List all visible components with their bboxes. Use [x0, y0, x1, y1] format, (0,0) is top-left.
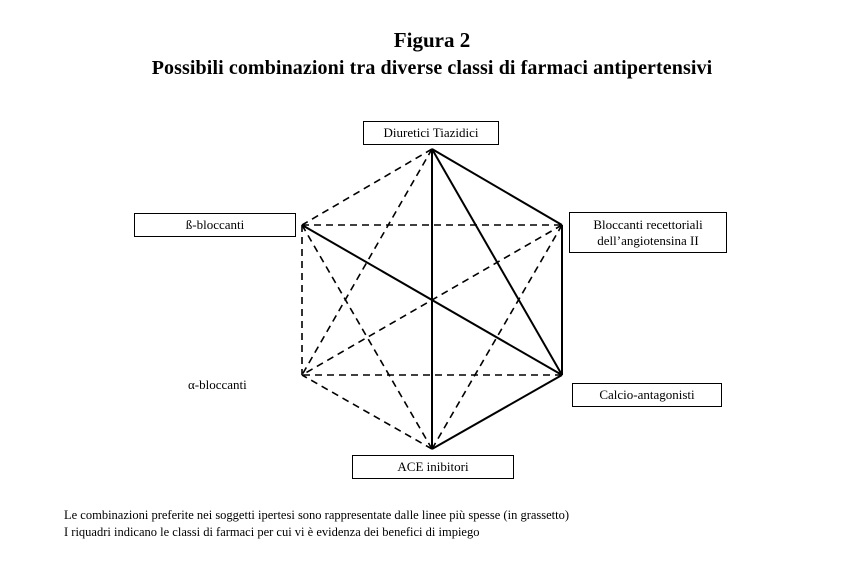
edge-diuretici-arb: [431, 148, 563, 226]
node-ace-inibitori: ACE inibitori: [352, 455, 514, 479]
edge-ace-alpha: [301, 374, 433, 450]
edge-arb-alpha: [301, 224, 563, 376]
node-diuretici-tiazidici: Diuretici Tiazidici: [363, 121, 499, 145]
edge-beta-ace: [301, 224, 433, 450]
figure-subtitle: Possibili combinazioni tra diverse class…: [151, 57, 713, 79]
edge-diuretici-beta: [301, 148, 433, 226]
node-label: ACE inibitori: [397, 459, 469, 474]
node-alfa-bloccanti: α-bloccanti: [188, 377, 247, 392]
node-label: ß-bloccanti: [185, 217, 245, 232]
node-label: Diuretici Tiazidici: [383, 125, 479, 140]
node-bloccanti-recettoriali: Bloccanti recettoriali dell’angiotensina…: [569, 212, 727, 253]
edge-calcio-ace: [431, 374, 563, 450]
footnote-thick-lines: Le combinazioni preferite nei soggetti i…: [64, 508, 570, 522]
node-label-line1: Bloccanti recettoriali: [593, 216, 703, 232]
node-beta-bloccanti: ß-bloccanti: [134, 213, 296, 237]
node-label: Calcio-antagonisti: [599, 387, 695, 402]
node-label-line2: dell’angiotensina II: [597, 232, 699, 248]
figure-title: Figura 2: [393, 28, 471, 52]
footnote-boxes: I riquadri indicano le classi di farmaci…: [64, 525, 480, 539]
edge-diuretici-alpha: [301, 148, 433, 376]
edges-group: [301, 148, 563, 450]
node-calcio-antagonisti: Calcio-antagonisti: [572, 383, 722, 407]
